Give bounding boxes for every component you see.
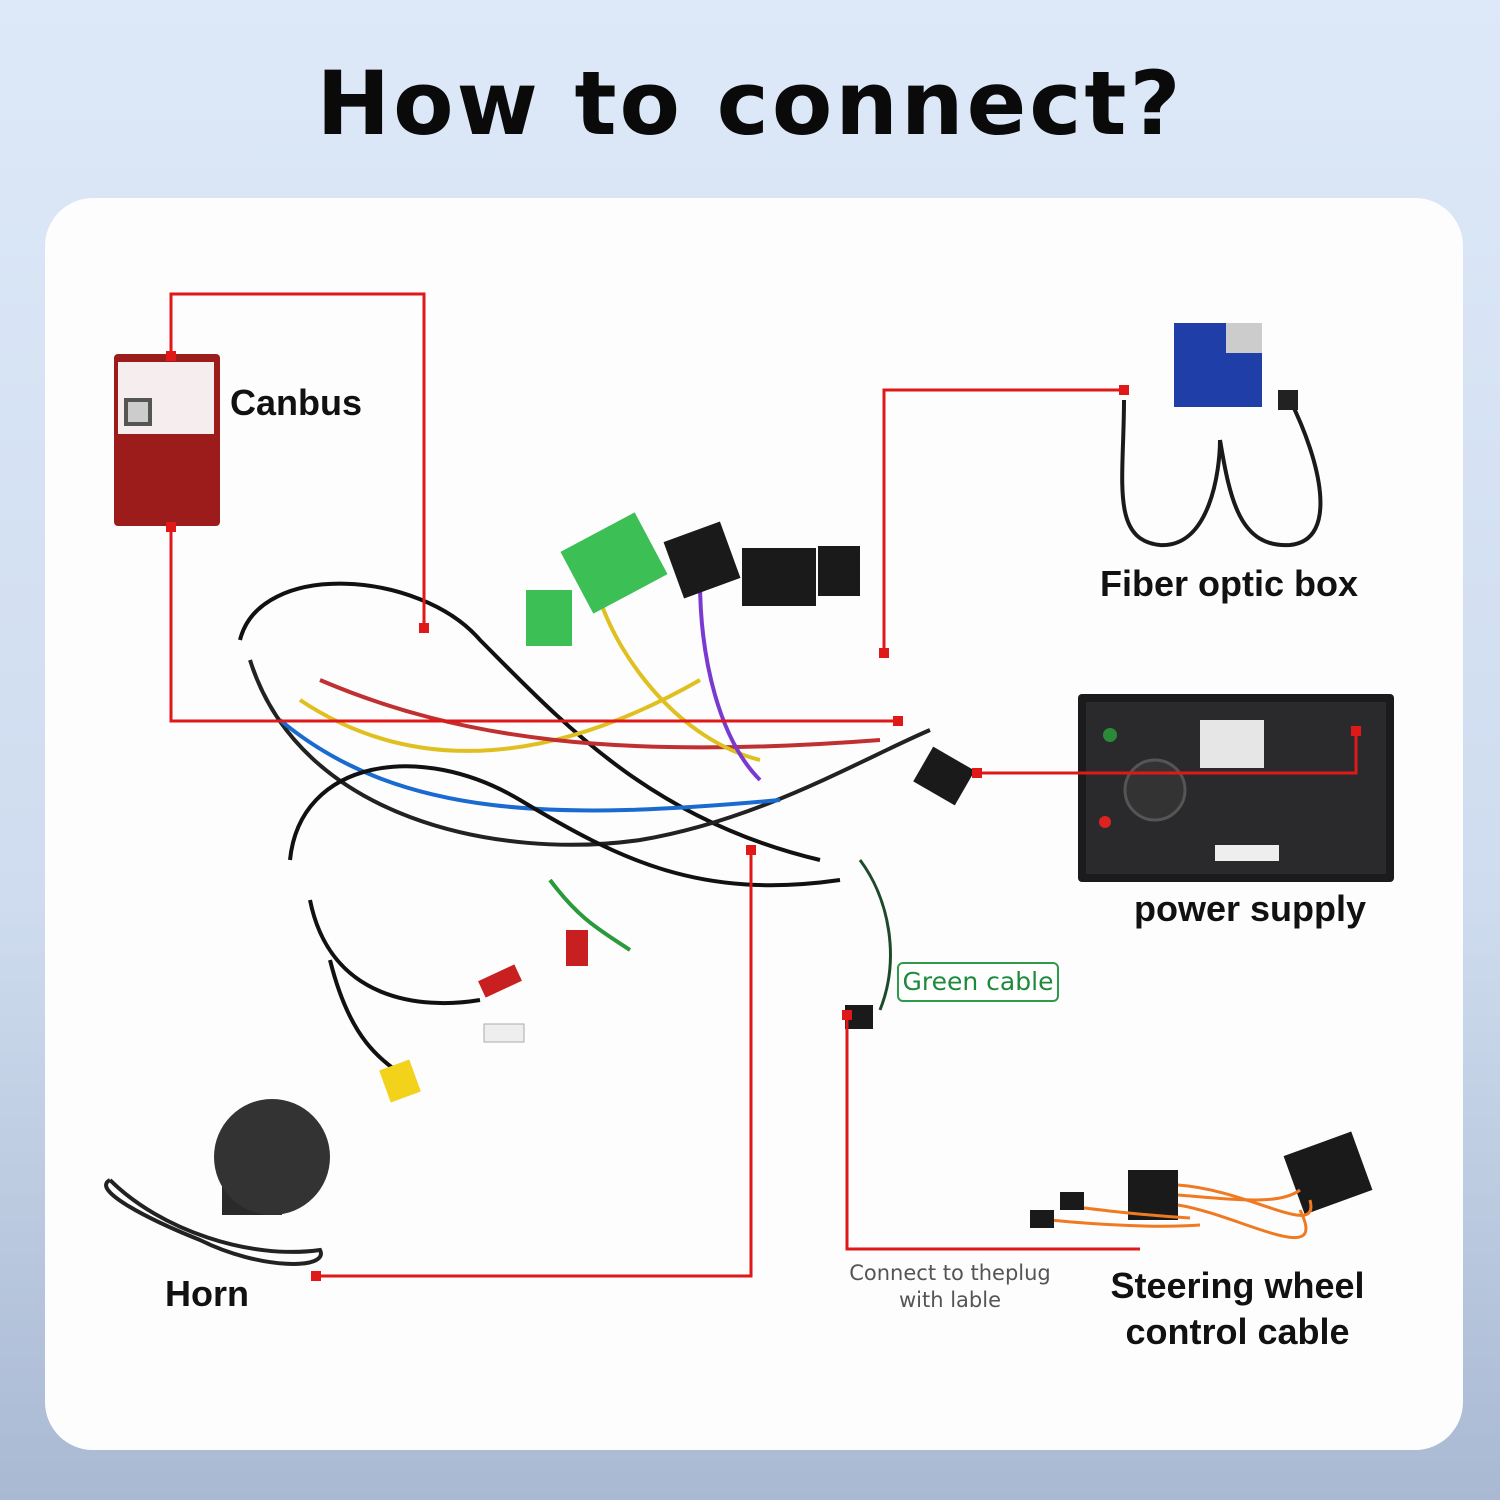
speaker-icon (104, 1099, 330, 1266)
steering-wheel-label: Steering wheel control cable (1100, 1263, 1375, 1355)
connector-markers (166, 351, 1361, 1281)
steering-to-green-cable-line (845, 1015, 1140, 1251)
steering-cable-icon (1030, 1131, 1373, 1239)
connect-note: Connect to theplug with lable (840, 1260, 1060, 1314)
canbus-label: Canbus (230, 382, 363, 423)
connect-note-line2: with lable (898, 1288, 1002, 1312)
wiring-harness-icon (238, 512, 975, 1103)
power-supply-label: power supply (1134, 888, 1367, 929)
canbus-box-icon (114, 354, 220, 526)
steering-wheel-label-line2: control cable (1125, 1311, 1350, 1352)
page-title: How to connect? (316, 52, 1184, 155)
fiber-optic-box-label: Fiber optic box (1100, 563, 1359, 604)
horn-to-harness-line (316, 850, 753, 1278)
horn-label: Horn (165, 1273, 249, 1314)
connect-note-line1: Connect to theplug (849, 1261, 1051, 1285)
head-unit-rear-icon (1078, 694, 1394, 882)
fiber-to-harness-line (882, 388, 1124, 653)
connector-lines (169, 292, 1358, 1278)
steering-wheel-label-line1: Steering wheel (1110, 1265, 1365, 1306)
canbus-to-main-plug-line (169, 527, 898, 723)
fiber-optic-box-icon (1120, 323, 1323, 548)
canbus-to-harness-line (169, 292, 426, 628)
green-cable-label: Green cable (897, 962, 1059, 1002)
power-to-harness-line (977, 731, 1358, 775)
